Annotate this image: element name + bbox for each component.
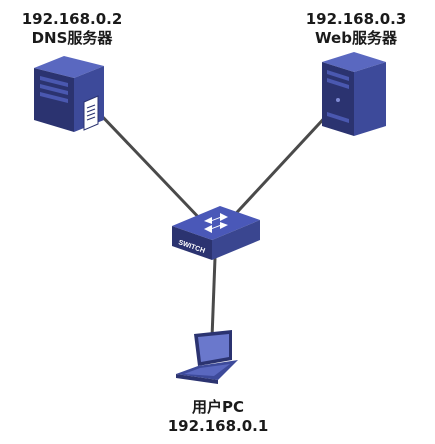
server-tower-icon — [322, 52, 386, 136]
link-dns-switch — [96, 110, 205, 224]
user-pc-label: 用户PC 192.168.0.1 — [148, 398, 288, 436]
link-switch-pc — [210, 257, 217, 339]
user-pc-name: 用户PC — [191, 398, 244, 416]
user-pc-ip: 192.168.0.1 — [167, 417, 269, 435]
network-switch-icon: SWITCH — [172, 206, 260, 260]
dns-server-label: 192.168.0.2 DNS服务器 — [12, 10, 132, 48]
dns-server-ip: 192.168.0.2 — [21, 10, 123, 28]
dns-server-name: DNS服务器 — [31, 29, 113, 47]
web-server-name: Web服务器 — [315, 29, 397, 47]
web-server-ip: 192.168.0.3 — [305, 10, 407, 28]
server-tower-icon — [34, 56, 104, 132]
laptop-icon — [176, 330, 238, 384]
link-web-switch — [226, 110, 332, 224]
web-server-label: 192.168.0.3 Web服务器 — [296, 10, 416, 48]
